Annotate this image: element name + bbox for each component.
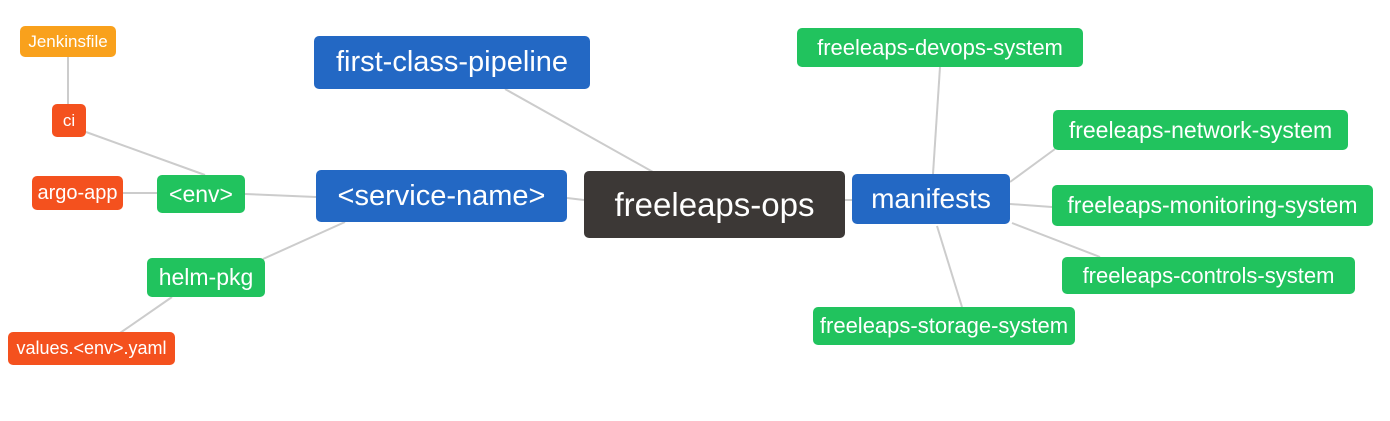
edge-manifests-devops <box>932 66 941 175</box>
node-label: <service-name> <box>337 179 546 212</box>
node-label: freeleaps-devops-system <box>817 34 1063 60</box>
node-service-name[interactable]: <service-name> <box>316 170 567 222</box>
node-label: freeleaps-controls-system <box>1082 262 1335 288</box>
edge-service-name-ops <box>566 197 585 201</box>
edge-ci-env <box>85 131 206 176</box>
edge-manifests-monitoring <box>1009 203 1053 208</box>
node-jenkinsfile[interactable]: Jenkinsfile <box>20 26 116 57</box>
node-ci[interactable]: ci <box>52 104 86 137</box>
node-label: ci <box>62 110 76 130</box>
node-label: argo-app <box>37 181 118 204</box>
edge-helm-pkg-values-yaml <box>119 296 173 334</box>
node-freeleaps-controls-system[interactable]: freeleaps-controls-system <box>1062 257 1355 294</box>
node-label: freeleaps-storage-system <box>819 313 1069 338</box>
node-freeleaps-network-system[interactable]: freeleaps-network-system <box>1053 110 1348 150</box>
node-freeleaps-devops-system[interactable]: freeleaps-devops-system <box>797 28 1083 67</box>
node-first-class-pipeline[interactable]: first-class-pipeline <box>314 36 590 89</box>
node-label: first-class-pipeline <box>335 46 569 78</box>
node-freeleaps-ops-root[interactable]: freeleaps-ops <box>584 171 845 238</box>
node-env[interactable]: <env> <box>157 175 245 213</box>
node-label: freeleaps-network-system <box>1068 116 1333 143</box>
edge-first-class-pipeline-ops <box>504 88 654 173</box>
edge-service-name-helm-pkg <box>262 221 346 260</box>
edge-manifests-controls <box>1011 222 1101 258</box>
node-label: helm-pkg <box>158 264 254 290</box>
node-label: values.<env>.yaml <box>16 338 167 358</box>
edge-manifests-storage <box>936 225 963 308</box>
node-label: freeleaps-monitoring-system <box>1067 192 1358 218</box>
node-label: manifests <box>871 183 991 214</box>
node-freeleaps-monitoring-system[interactable]: freeleaps-monitoring-system <box>1052 185 1373 226</box>
node-freeleaps-storage-system[interactable]: freeleaps-storage-system <box>813 307 1075 345</box>
node-manifests[interactable]: manifests <box>852 174 1010 224</box>
node-label: freeleaps-ops <box>614 185 815 223</box>
node-label: Jenkinsfile <box>28 31 108 51</box>
node-label: <env> <box>169 180 233 207</box>
node-values-env-yaml[interactable]: values.<env>.yaml <box>8 332 175 365</box>
edge-env-service-name <box>244 193 317 198</box>
node-argo-app[interactable]: argo-app <box>32 176 123 210</box>
edge-manifests-network <box>1009 148 1056 183</box>
node-helm-pkg[interactable]: helm-pkg <box>147 258 265 297</box>
